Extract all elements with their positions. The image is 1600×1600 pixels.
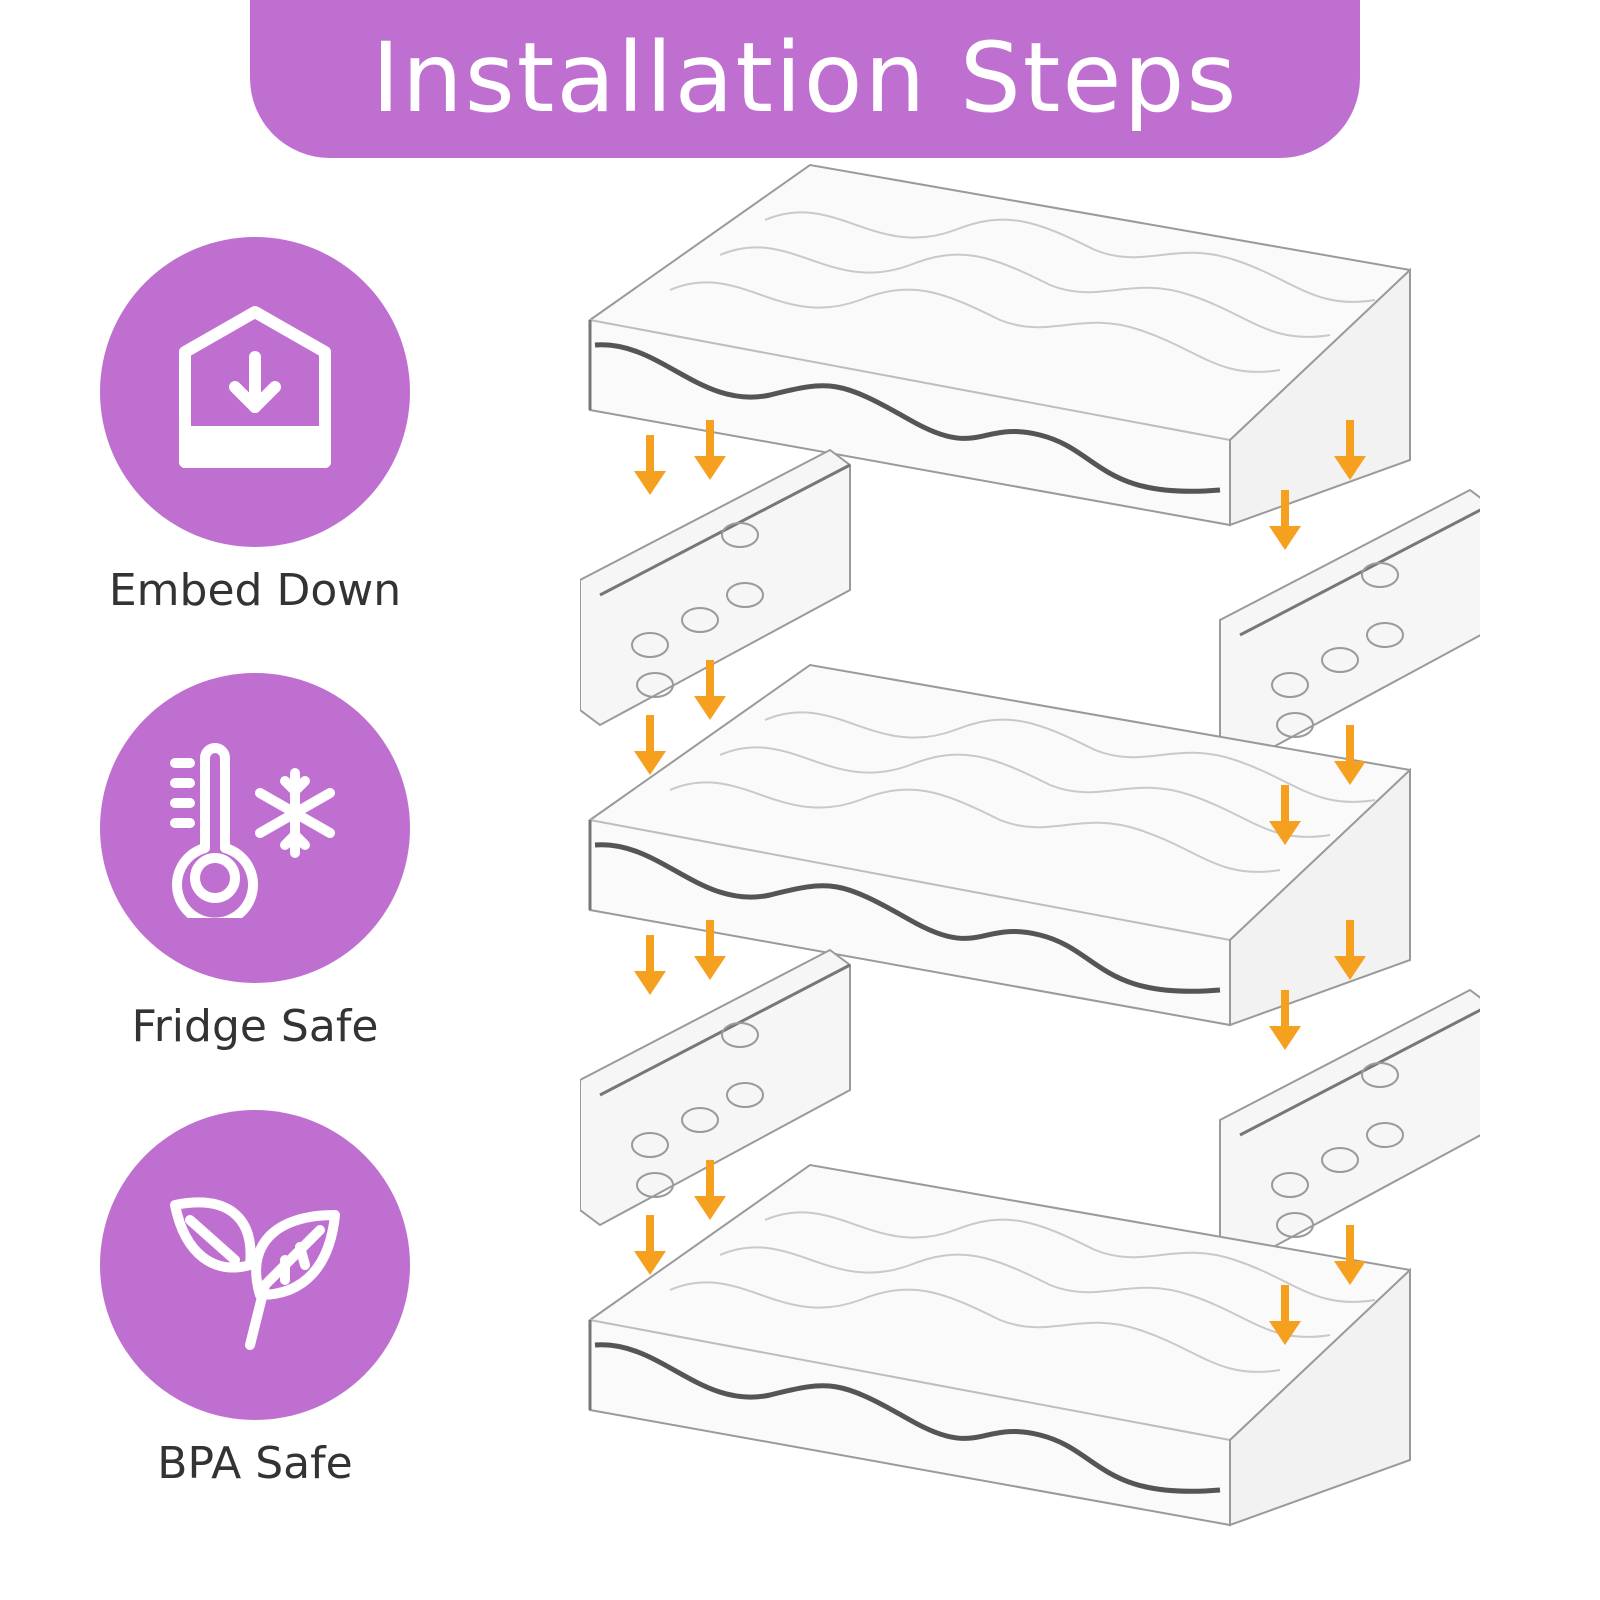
feature-label: Fridge Safe <box>131 1001 379 1052</box>
side-panel-right-lower <box>1218 988 1480 1267</box>
arrow-down-icon <box>634 935 666 995</box>
house-download-icon <box>179 306 331 468</box>
feature-label: BPA Safe <box>157 1438 353 1489</box>
leaf-icon <box>170 1197 340 1350</box>
assembly-diagram <box>580 160 1480 1580</box>
feature-embed-down: Embed Down <box>60 237 450 616</box>
arrow-down-icon <box>634 1215 666 1275</box>
feature-circle <box>100 673 410 983</box>
side-panel-right-upper <box>1218 488 1480 767</box>
arrow-down-icon <box>634 435 666 495</box>
feature-circle <box>100 237 410 547</box>
feature-circle <box>100 1110 410 1420</box>
banner-title: Installation Steps <box>371 22 1239 134</box>
title-banner: Installation Steps <box>250 0 1360 158</box>
arrow-down-icon <box>634 715 666 775</box>
feature-label: Embed Down <box>108 565 402 616</box>
thermometer-snowflake-icon <box>170 743 335 918</box>
feature-fridge-safe: Fridge Safe <box>60 673 450 1052</box>
feature-bpa-safe: BPA Safe <box>60 1110 450 1489</box>
